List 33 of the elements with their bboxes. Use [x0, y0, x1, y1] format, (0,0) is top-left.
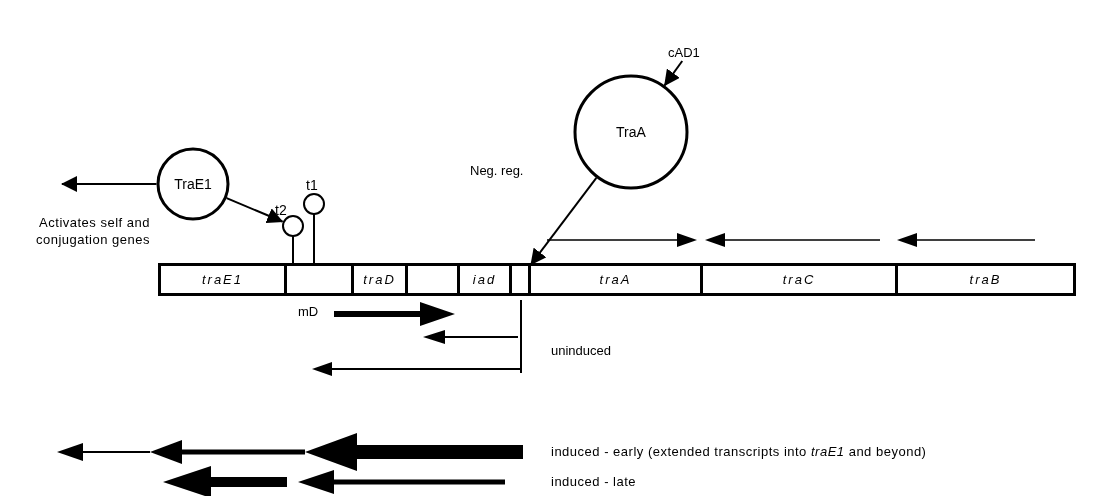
protein-circle — [573, 74, 689, 190]
edge-label: Neg. reg. — [470, 163, 524, 178]
condition-label: induced - early (extended transcripts into traE1 and beyond) — [551, 444, 927, 459]
protein-name: TraE1 — [174, 176, 212, 192]
gene-segment — [528, 263, 703, 296]
inducer-label: cAD1 — [668, 45, 700, 60]
gene-segment — [405, 263, 460, 296]
gene-segment — [509, 263, 531, 296]
gene-name: traC — [782, 272, 816, 287]
gene-segment — [895, 263, 1076, 296]
gene-name: traB — [969, 272, 1002, 287]
arrow — [61, 176, 158, 192]
arrow — [663, 60, 684, 87]
protein-circle — [156, 147, 230, 221]
gene-name: traA — [599, 272, 632, 287]
transcript-label: mD — [298, 304, 319, 319]
gene-segment — [351, 263, 408, 296]
terminator-label: t1 — [306, 178, 318, 193]
arrow — [225, 197, 284, 224]
gene-name: traE1 — [201, 272, 244, 287]
gene-segment — [284, 263, 354, 296]
terminator-symbol — [281, 214, 305, 263]
protein-name: TraA — [616, 124, 646, 140]
edge-label: Activates self and conjugation genes — [34, 214, 150, 248]
gene-name: iad — [472, 272, 497, 287]
gene-segment — [700, 263, 898, 296]
condition-label: uninduced — [551, 343, 611, 358]
terminator-label: t2 — [275, 203, 287, 218]
condition-label: induced - late — [551, 474, 637, 489]
terminator-symbol — [302, 192, 326, 263]
gene-segment — [158, 263, 287, 296]
gene-segment — [457, 263, 512, 296]
gene-name: traD — [363, 272, 396, 287]
